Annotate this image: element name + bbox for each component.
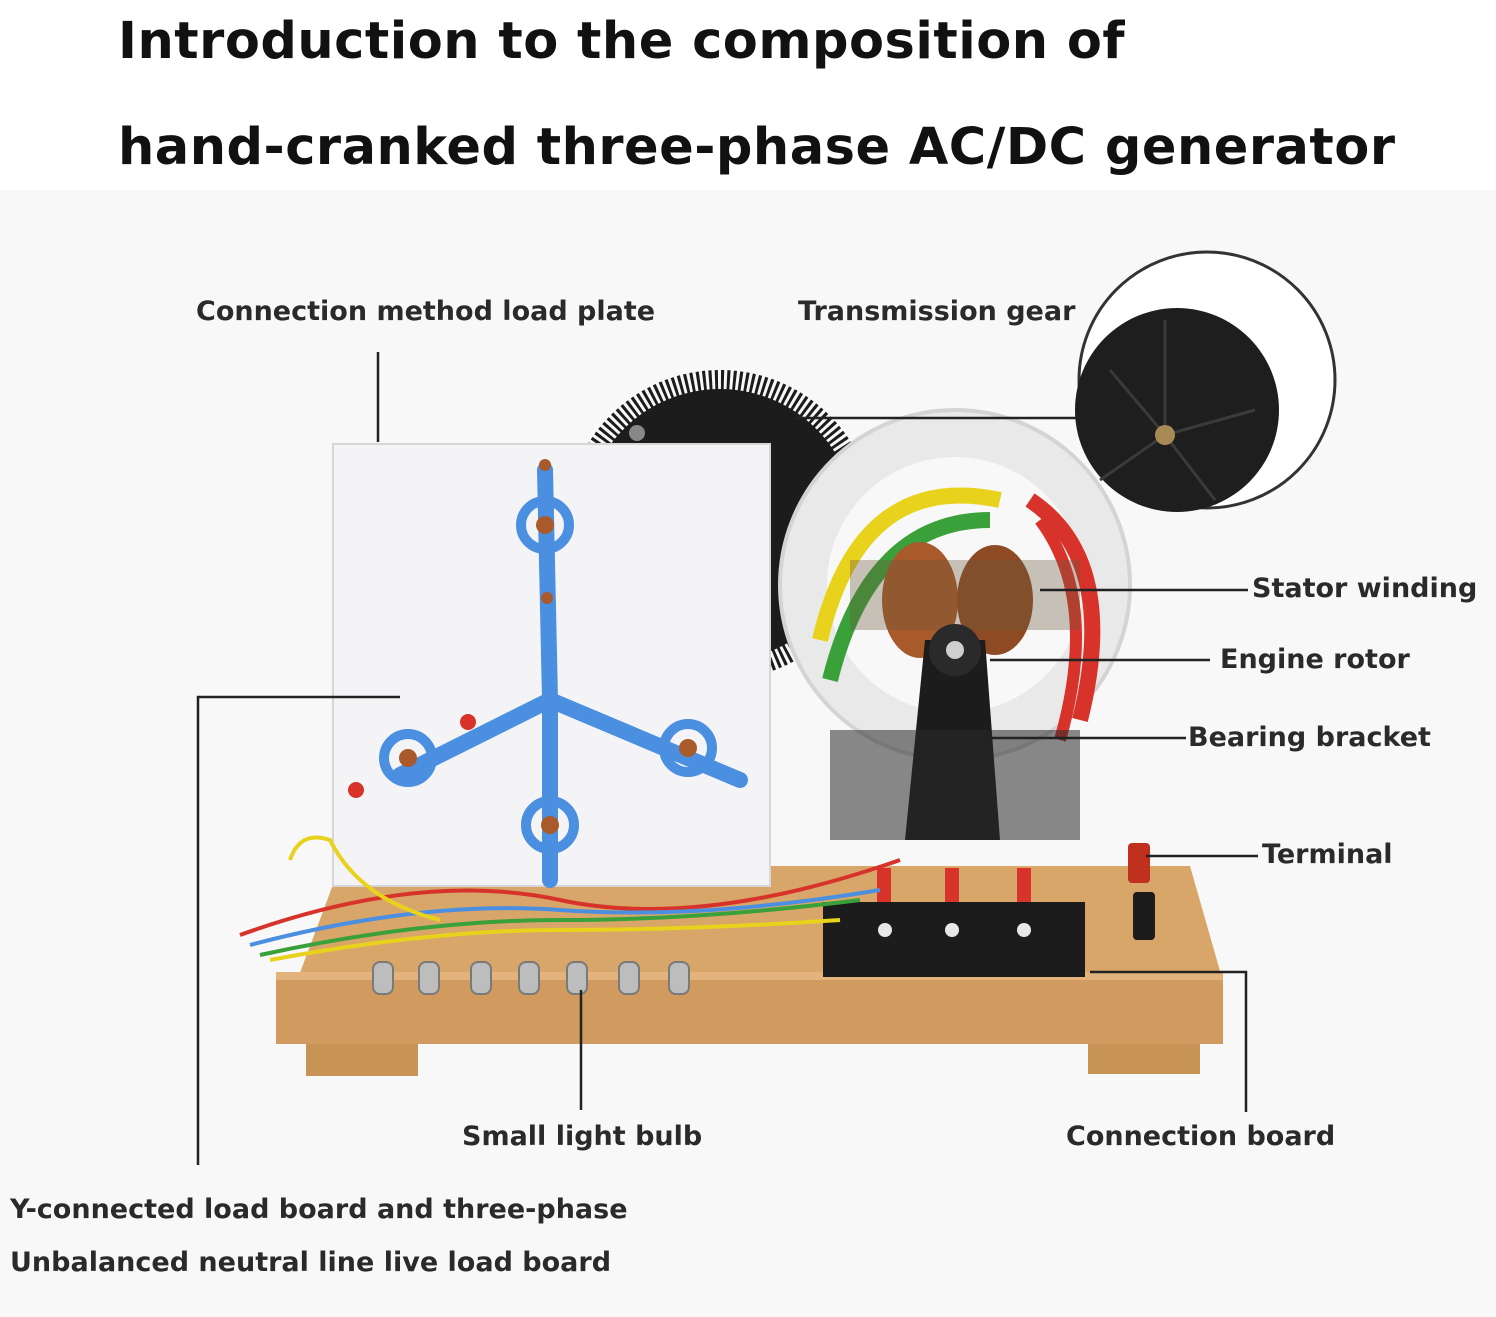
- label-connection-board: Connection board: [1066, 1121, 1336, 1152]
- load-plate: [332, 443, 771, 888]
- label-transmission-gear: Transmission gear: [798, 296, 1076, 327]
- label-terminal: Terminal: [1262, 839, 1393, 870]
- label-stator-winding: Stator winding: [1252, 573, 1478, 604]
- label-bearing-bracket: Bearing bracket: [1188, 722, 1431, 753]
- terminal-posts: [1128, 843, 1155, 940]
- stator-assembly: [778, 408, 1132, 840]
- leader-lines: [196, 352, 1258, 1165]
- label-engine-rotor: Engine rotor: [1220, 644, 1410, 675]
- loose-wires: [239, 835, 901, 962]
- connection-board-shape: [823, 868, 1085, 977]
- label-y-connected-line-2: Unbalanced neutral line live load board: [10, 1247, 612, 1278]
- title-line-2: hand-cranked three-phase AC/DC generator: [118, 118, 1396, 177]
- gear-detail-inset: [1075, 250, 1337, 512]
- label-small-light-bulb: Small light bulb: [462, 1121, 703, 1152]
- label-y-connected-line-1: Y-connected load board and three-phase: [10, 1194, 628, 1225]
- light-bulb-row: [372, 961, 690, 995]
- label-connection-method-load-plate: Connection method load plate: [196, 296, 656, 327]
- title-line-1: Introduction to the composition of: [118, 12, 1126, 71]
